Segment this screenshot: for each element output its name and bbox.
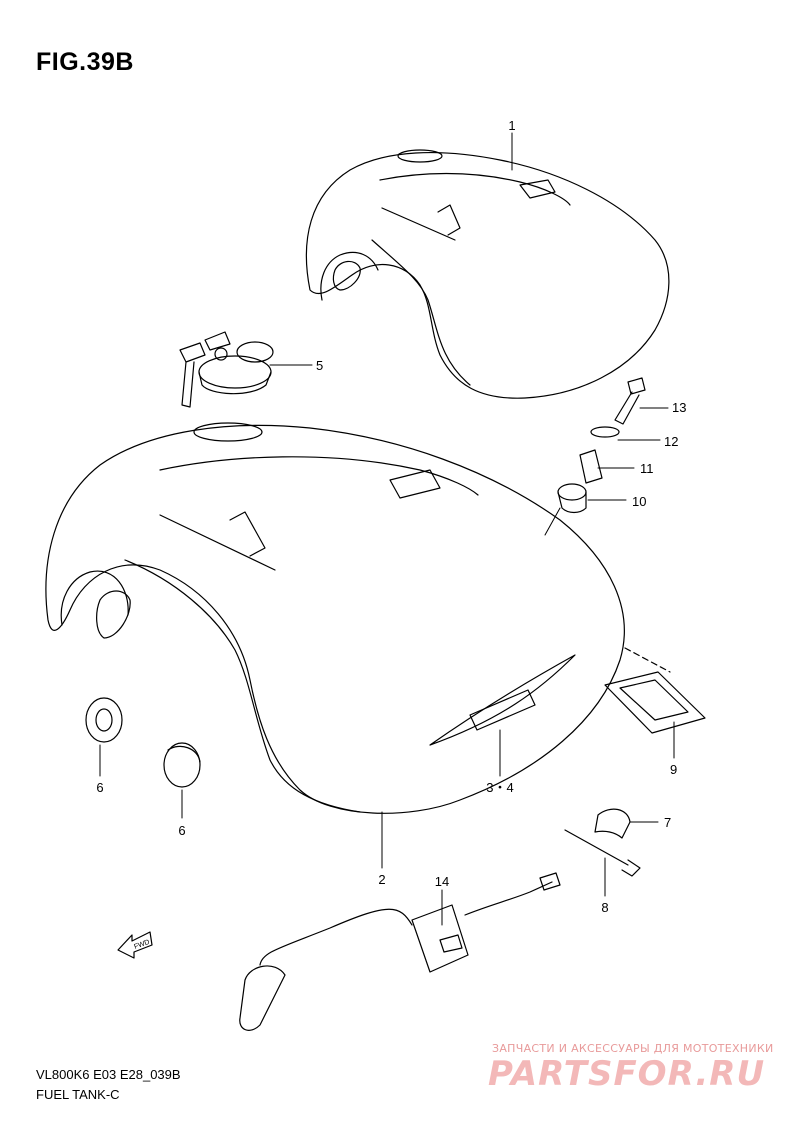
callout-3-4: 3・4 (486, 780, 513, 795)
callout-5: 5 (316, 358, 323, 373)
callout-6b: 6 (178, 823, 185, 838)
diagram-code: VL800K6 E03 E28_039B (36, 1067, 181, 1082)
parts-7-8-clamp-tie (564, 808, 641, 877)
callout-10: 10 (632, 494, 646, 509)
callout-1: 1 (508, 118, 515, 133)
callout-11: 11 (640, 461, 654, 476)
diagram-name: FUEL TANK-C (36, 1087, 120, 1102)
callout-7: 7 (664, 815, 671, 830)
part-2-fuel-tank-main (45, 422, 625, 814)
callout-8: 8 (601, 900, 608, 915)
part-1-fuel-tank-small (305, 149, 670, 399)
part-6-plugs (85, 697, 201, 788)
part-5-fuel-cap-keys (179, 331, 274, 408)
figure-title: FIG.39B (36, 48, 134, 76)
part-14-fuel-gauge (239, 872, 561, 1031)
callout-14: 14 (435, 874, 449, 889)
callout-12: 12 (664, 434, 678, 449)
watermark-logo: PARTSFOR.RU (488, 1054, 766, 1094)
part-9-rubber-pad (604, 647, 706, 734)
leader-lines (99, 132, 675, 926)
fwd-arrow-icon (117, 931, 153, 959)
callout-13: 13 (672, 400, 686, 415)
callout-6a: 6 (96, 780, 103, 795)
watermark-tagline: ЗАПЧАСТИ И АКСЕССУАРЫ ДЛЯ МОТОТЕХНИКИ (492, 1042, 774, 1055)
callout-9: 9 (670, 762, 677, 777)
callout-2: 2 (378, 872, 385, 887)
parts-10-13-mount-hardware (557, 377, 646, 514)
